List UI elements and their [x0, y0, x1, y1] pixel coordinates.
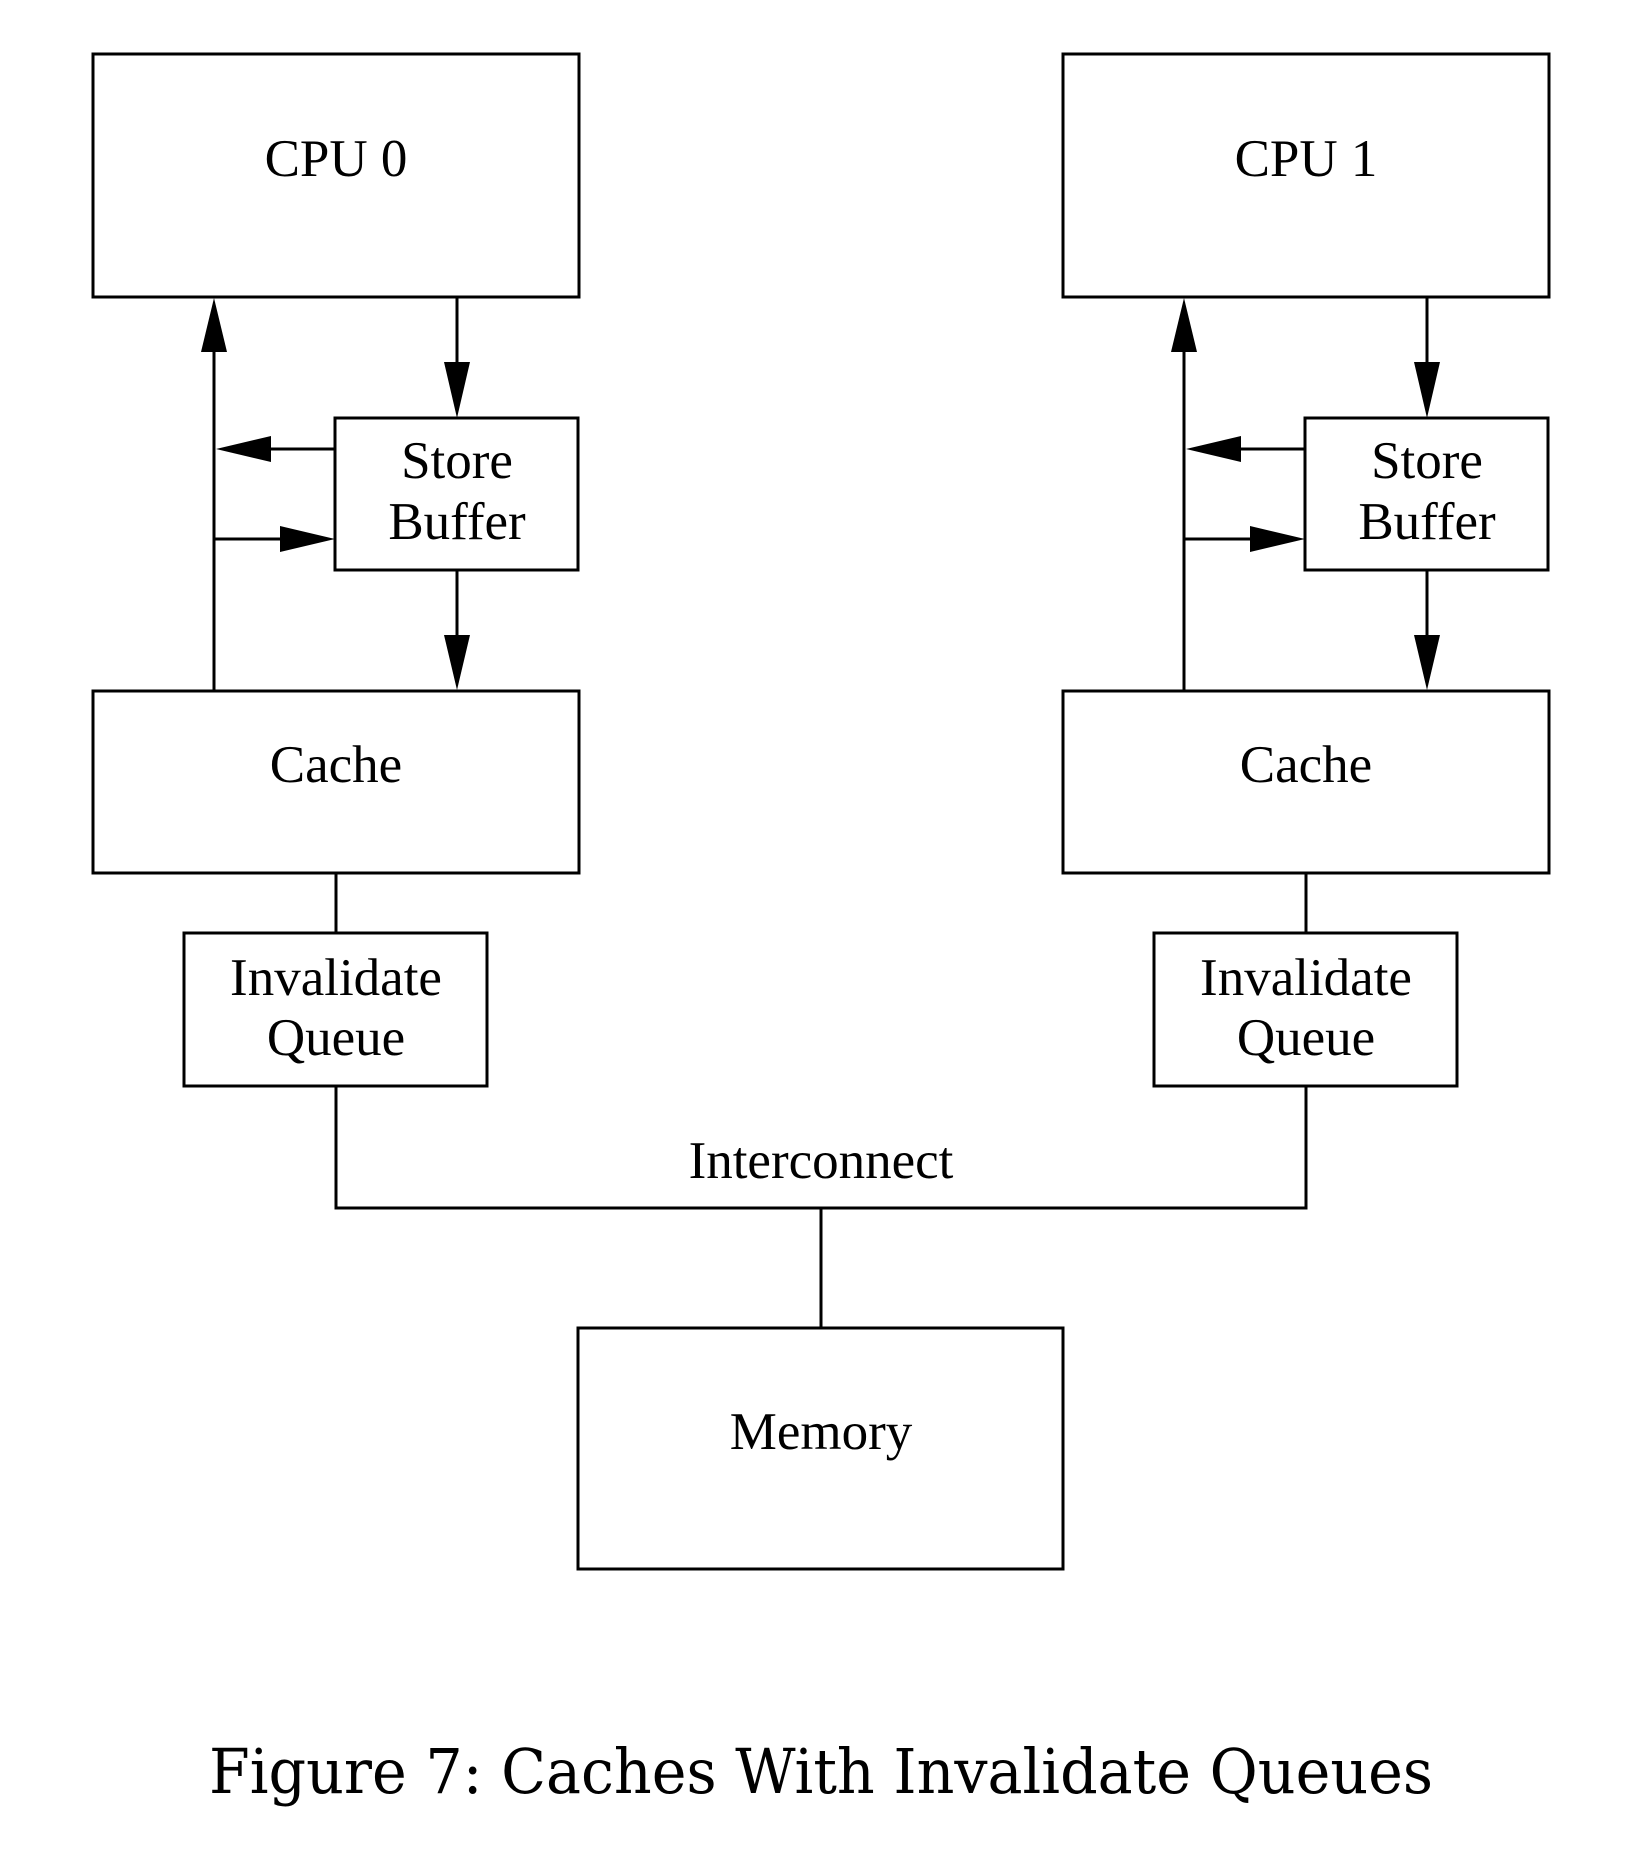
store-buffer0-box: Store Buffer — [333, 416, 580, 572]
cache0-box: Cache — [91, 689, 581, 875]
store-buffer0-rect — [333, 416, 580, 572]
arrowhead-up-icon — [1171, 298, 1197, 352]
invalidate-queue1-box: Invalidate Queue — [1152, 931, 1459, 1088]
memory-box: Memory — [576, 1326, 1065, 1571]
store-buffer0-label-line1: Store — [401, 432, 513, 490]
interconnect: Interconnect — [334, 1086, 1308, 1328]
cache0-label: Cache — [270, 736, 402, 794]
cache0-rect — [91, 689, 581, 875]
arrowhead-left-icon — [1186, 436, 1241, 462]
memory-label: Memory — [730, 1403, 913, 1461]
store-buffer0-label-line2: Buffer — [388, 493, 526, 551]
arrowhead-right-icon — [1250, 526, 1305, 552]
arrowhead-down-icon — [444, 362, 470, 418]
cpu0-rect — [91, 52, 581, 299]
cache1-box: Cache — [1061, 689, 1551, 875]
invalidate-queue0-label-line2: Queue — [267, 1009, 405, 1067]
store-buffer1-label-line2: Buffer — [1358, 493, 1496, 551]
cpu0-box: CPU 0 — [91, 52, 581, 299]
cpu0-complex: CPU 0 Store Buffer Cache Invalidate — [91, 52, 581, 1088]
arrowhead-down-icon — [1414, 635, 1440, 690]
arrowhead-down-icon — [1414, 362, 1440, 418]
arrowhead-left-icon — [216, 436, 271, 462]
cache1-rect — [1061, 689, 1551, 875]
store-buffer1-rect — [1303, 416, 1550, 572]
arrowhead-up-icon — [201, 298, 227, 352]
invalidate-queue0-rect — [182, 931, 489, 1088]
figure-caption: Figure 7: Caches With Invalidate Queues — [209, 1735, 1433, 1808]
invalidate-queue0-label-line1: Invalidate — [230, 949, 442, 1007]
cache1-label: Cache — [1240, 736, 1372, 794]
arrowhead-down-icon — [444, 635, 470, 690]
invalidate-queue1-label-line2: Queue — [1237, 1009, 1375, 1067]
interconnect-label: Interconnect — [689, 1132, 954, 1190]
invalidate-queue0-box: Invalidate Queue — [182, 931, 489, 1088]
cpu1-rect — [1061, 52, 1551, 299]
cpu1-label: CPU 1 — [1235, 130, 1378, 188]
cpu1-box: CPU 1 — [1061, 52, 1551, 299]
arrowhead-right-icon — [280, 526, 335, 552]
store-buffer1-box: Store Buffer — [1303, 416, 1550, 572]
cpu1-complex: CPU 1 Store Buffer Cache Invalidate Queu… — [1061, 52, 1551, 1088]
invalidate-queue1-rect — [1152, 931, 1459, 1088]
memory-rect — [576, 1326, 1065, 1571]
cpu0-label: CPU 0 — [265, 130, 408, 188]
invalidate-queue1-label-line1: Invalidate — [1200, 949, 1412, 1007]
store-buffer1-label-line1: Store — [1371, 432, 1483, 490]
